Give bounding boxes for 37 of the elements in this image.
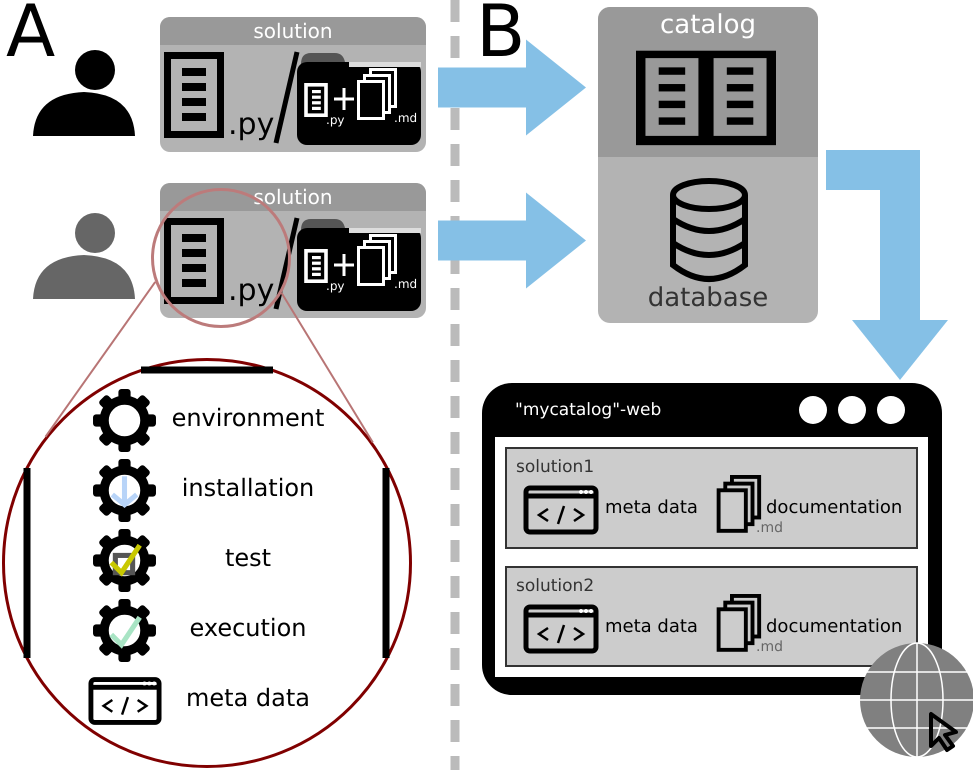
file-extension: .py — [228, 276, 274, 306]
card-title: solution — [253, 187, 333, 207]
card-label: database — [646, 285, 770, 311]
card-title: solution — [253, 21, 333, 41]
block-arrow — [438, 192, 586, 288]
step-label: meta data — [185, 686, 311, 710]
file-extension: .md — [394, 112, 418, 124]
step-label: installation — [180, 476, 316, 500]
solution-panel — [505, 566, 918, 667]
panel-letter: A — [6, 0, 56, 75]
file-extension: .py — [326, 280, 345, 292]
file-extension: .py — [326, 114, 345, 126]
item-label: meta data — [605, 618, 698, 636]
file-extension: .md — [394, 278, 418, 290]
solution-card — [160, 17, 426, 152]
browser-window — [482, 383, 942, 695]
item-label: documentation — [766, 618, 902, 636]
panel-letter: B — [476, 0, 526, 75]
step-label: environment — [170, 406, 326, 430]
item-label: meta data — [605, 499, 698, 517]
panel-title: solution2 — [516, 578, 594, 595]
item-label: documentation — [766, 499, 902, 517]
leader-line — [44, 281, 156, 438]
step-label: test — [224, 546, 272, 570]
file-extension: .py — [228, 110, 274, 140]
solution-panel — [505, 447, 918, 549]
block-arrow — [438, 40, 586, 136]
window-title: "mycatalog"-web — [515, 402, 662, 419]
solution-card — [160, 183, 426, 318]
leader-line — [280, 292, 374, 444]
catalog-database-card — [598, 7, 818, 323]
block-arrow — [826, 150, 948, 380]
panel-title: solution1 — [516, 459, 594, 476]
file-extension: .md — [756, 521, 783, 535]
step-label: execution — [188, 616, 308, 640]
card-title: catalog — [659, 12, 757, 38]
file-extension: .md — [756, 640, 783, 654]
